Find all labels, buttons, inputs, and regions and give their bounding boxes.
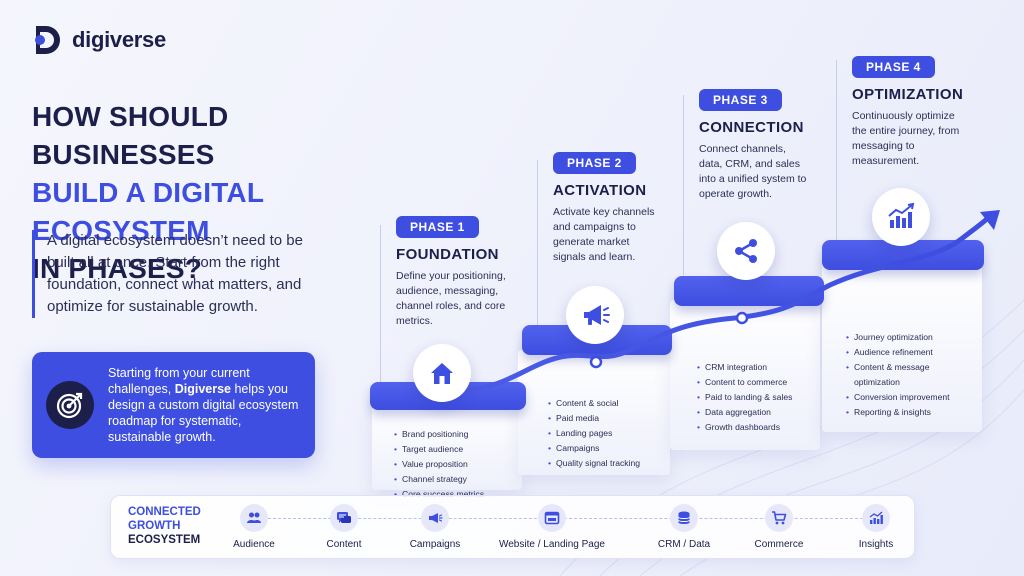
digiverse-logo-icon	[35, 26, 60, 54]
phase-2-guide-line	[537, 160, 538, 325]
ecosystem-item-label: CRM / Data	[657, 539, 711, 550]
headline-line-1: HOW SHOULD BUSINESSES	[32, 101, 229, 170]
phase-4-header: PHASE 4	[852, 56, 935, 78]
megaphone-icon	[421, 504, 449, 532]
brand-name: digiverse	[72, 27, 166, 52]
phase-1-title: FOUNDATION	[396, 246, 499, 263]
phase-3-title: CONNECTION	[699, 119, 804, 136]
ecosystem-item-commerce[interactable]: Commerce	[719, 504, 839, 550]
home-icon	[413, 344, 471, 402]
chat-icon	[330, 504, 358, 532]
list-item: Audience refinement	[846, 345, 966, 360]
ecosystem-connector	[268, 518, 868, 519]
ecosystem-item-crm[interactable]: CRM / Data	[624, 504, 744, 550]
ecosystem-item-label: Audience	[233, 539, 275, 550]
list-item: Campaigns	[548, 441, 640, 456]
target-icon	[46, 381, 94, 429]
phase-1-bullets: Brand positioning Target audience Value …	[394, 427, 484, 502]
phase-4-title: OPTIMIZATION	[852, 86, 964, 103]
phase-2-description: Activate key channels and campaigns to g…	[553, 206, 655, 263]
list-item: Reporting & insights	[846, 405, 966, 420]
list-item: Data aggregation	[697, 405, 792, 420]
ecosystem-item-campaigns[interactable]: Campaigns	[375, 504, 495, 550]
share-icon	[717, 222, 775, 280]
megaphone-icon	[566, 286, 624, 344]
headline-line-3: IN PHASES?	[32, 253, 203, 284]
cta-text: Starting from your current challenges, D…	[108, 366, 299, 444]
cta-card[interactable]: Starting from your current challenges, D…	[32, 352, 315, 458]
browser-icon	[538, 504, 566, 532]
phase-2-bullets: Content & social Paid media Landing page…	[548, 396, 640, 471]
list-item: Paid media	[548, 411, 640, 426]
list-item: Growth dashboards	[697, 420, 792, 435]
ecosystem-item-website[interactable]: Website / Landing Page	[492, 504, 612, 550]
phase-3-bullets: CRM integration Content to commerce Paid…	[697, 360, 792, 435]
database-icon	[670, 504, 698, 532]
phase-1-badge: PHASE 1	[396, 216, 479, 238]
list-item: Quality signal tracking	[548, 456, 640, 471]
list-item: Conversion improvement	[846, 390, 966, 405]
list-item: Landing pages	[548, 426, 640, 441]
brand-logo[interactable]: digiverse	[28, 22, 166, 58]
headline-line-2: BUILD A DIGITAL ECOSYSTEM	[32, 177, 264, 246]
phase-3-guide-line	[683, 95, 684, 275]
ecosystem-item-audience[interactable]: Audience	[194, 504, 314, 550]
list-item: Channel strategy	[394, 472, 484, 487]
ecosystem-item-insights[interactable]: Insights	[816, 504, 936, 550]
intro-text: A digital ecosystem doesn’t need to be b…	[32, 230, 332, 318]
list-item: Core success metrics	[394, 487, 484, 502]
cart-icon	[765, 504, 793, 532]
users-icon	[240, 504, 268, 532]
list-item: Paid to landing & sales	[697, 390, 792, 405]
list-item: Content & social	[548, 396, 640, 411]
list-item: CRM integration	[697, 360, 792, 375]
list-item: Content to commerce	[697, 375, 792, 390]
list-item: Journey optimization	[846, 330, 966, 345]
phase-4-bullets: Journey optimization Audience refinement…	[846, 330, 966, 420]
list-item: Brand positioning	[394, 427, 484, 442]
phase-3-badge: PHASE 3	[699, 89, 782, 111]
phase-4-badge: PHASE 4	[852, 56, 935, 78]
chart-icon	[862, 504, 890, 532]
ecosystem-item-label: Commerce	[754, 539, 804, 550]
list-item: Target audience	[394, 442, 484, 457]
phase-4-description: Continuously optimize the entire journey…	[852, 110, 960, 167]
list-item: Content & message optimization	[846, 360, 966, 390]
phase-1-header: PHASE 1	[396, 216, 479, 238]
phase-1-description: Define your positioning, audience, messa…	[396, 270, 506, 327]
phase-4-guide-line	[836, 60, 837, 240]
ecosystem-item-label: Campaigns	[409, 539, 461, 550]
list-item: Value proposition	[394, 457, 484, 472]
ecosystem-item-label: Website / Landing Page	[498, 539, 605, 550]
phase-3-description: Connect channels, data, CRM, and sales i…	[699, 143, 807, 200]
page-title: HOW SHOULD BUSINESSES BUILD A DIGITAL EC…	[32, 98, 412, 288]
ecosystem-item-label: Insights	[858, 539, 894, 550]
phase-2-badge: PHASE 2	[553, 152, 636, 174]
chart-up-icon	[872, 188, 930, 246]
ecosystem-label: CONNECTED GROWTH ECOSYSTEM	[128, 506, 201, 546]
ecosystem-item-content[interactable]: Content	[284, 504, 404, 550]
phase-2-title: ACTIVATION	[553, 182, 647, 199]
phase-1-guide-line	[380, 225, 381, 385]
phase-2-header: PHASE 2	[553, 152, 636, 174]
ecosystem-item-label: Content	[326, 539, 362, 550]
phase-3-header: PHASE 3	[699, 89, 782, 111]
